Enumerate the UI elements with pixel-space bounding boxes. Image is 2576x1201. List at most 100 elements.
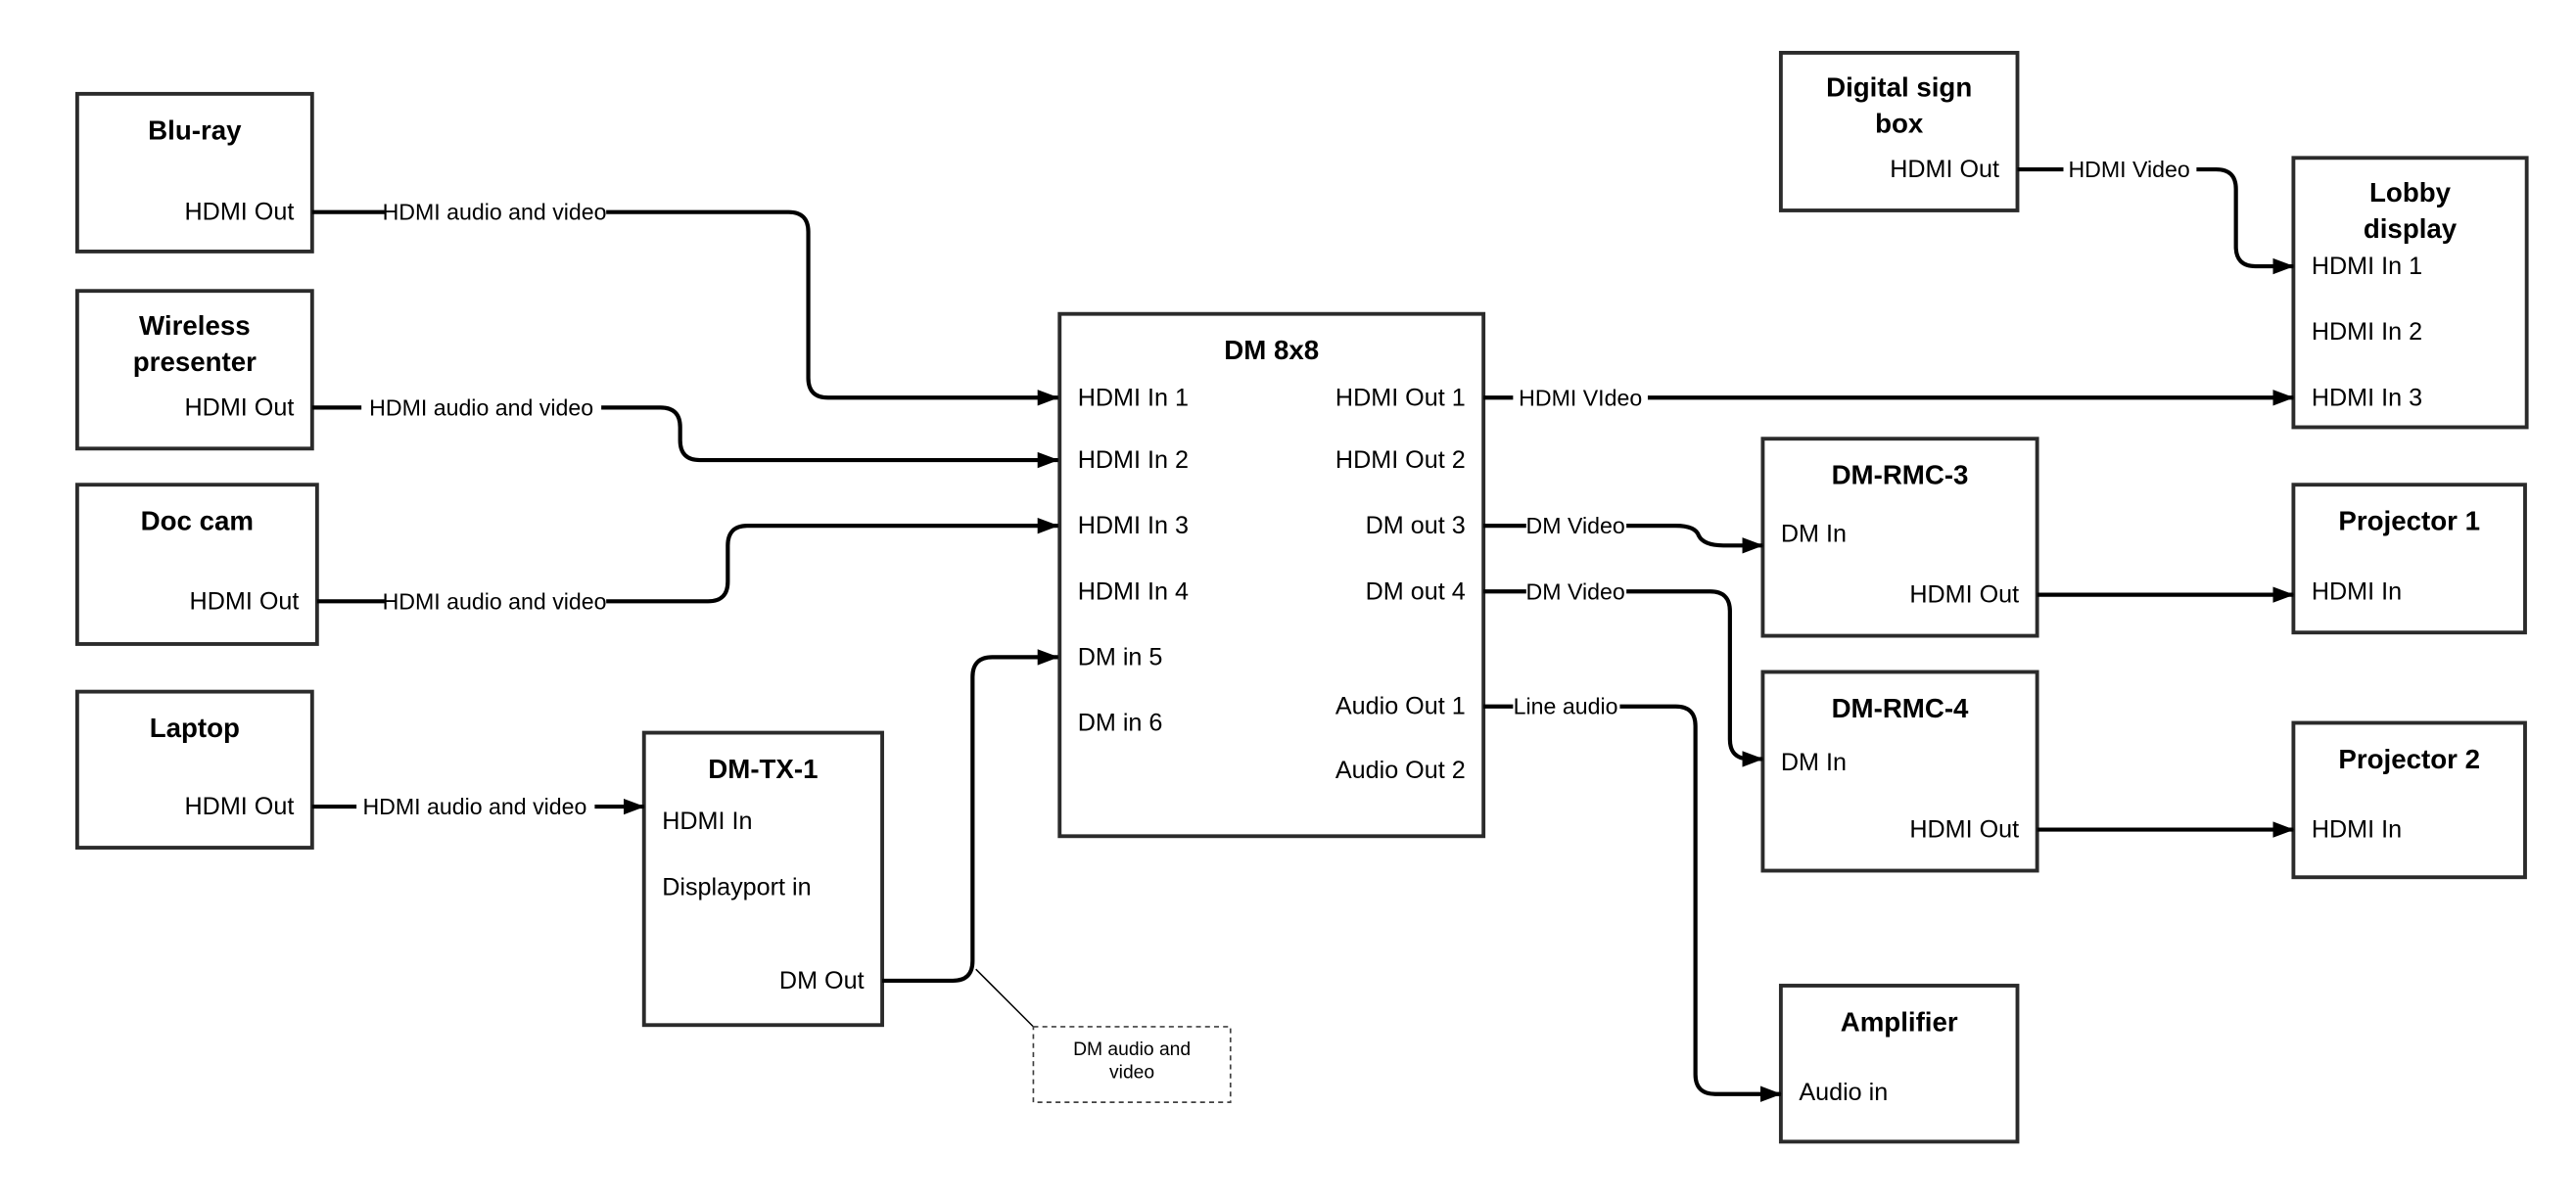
edge-laptop-to-dmtx1-hdmi-in: HDMI audio and video <box>311 794 645 819</box>
dm-8x8-port-hdmi-in-3: HDMI In 3 <box>1078 512 1189 539</box>
dm-tx-1-box <box>641 730 884 1028</box>
digital-sign-box-box <box>1778 50 2020 212</box>
doc-cam-box <box>74 483 319 646</box>
edge-dm8x8-audio1-to-amplifier: Line audio <box>1483 694 1782 1102</box>
note-box <box>1032 1026 1232 1103</box>
edge-dm8x8-out1-to-lobby-in3-label: HDMI VIdeo <box>1519 385 1642 410</box>
laptop-box <box>74 689 314 850</box>
dm-8x8-port-hdmi-out-2: HDMI Out 2 <box>1335 446 1466 474</box>
edge-dm8x8-out3-to-rmc3-dmin-segment2 <box>1626 524 1764 554</box>
doc-cam-port-hdmi-out: HDMI Out <box>190 587 300 615</box>
digital-sign-box-port-hdmi-out: HDMI Out <box>1890 156 1999 183</box>
lobby-display-title-line2: display <box>2364 213 2458 244</box>
dm-8x8-port-dm-out-3: DM out 3 <box>1366 512 1466 539</box>
dm-8x8-title-line1: DM 8x8 <box>1224 335 1319 365</box>
note-text-line1: DM audio and <box>1073 1039 1191 1060</box>
node-dm-rmc-3: DM-RMC-3 DM In HDMI Out <box>1760 437 2039 638</box>
note-leader-line <box>975 968 1036 1030</box>
edge-dm8x8-out4-to-rmc4-dmin: DM Video <box>1483 578 1764 767</box>
edge-dm8x8-out3-to-rmc3-dmin: DM Video <box>1483 513 1764 554</box>
edge-laptop-to-dmtx1-hdmi-in-label: HDMI audio and video <box>362 794 586 819</box>
wireless-presenter-port-hdmi-out: HDMI Out <box>185 393 295 421</box>
dm-rmc-4-port-dm-in: DM In <box>1781 749 1847 776</box>
projector-2-title-line1: Projector 2 <box>2338 744 2480 774</box>
wireless-presenter-title-line2: presenter <box>133 346 257 377</box>
dm-rmc-4-title-line1: DM-RMC-4 <box>1832 693 1969 723</box>
wireless-presenter-box <box>74 289 314 451</box>
doc-cam-title-line1: Doc cam <box>141 506 254 536</box>
dm-8x8-port-hdmi-in-4: HDMI In 4 <box>1078 577 1189 605</box>
edge-dm8x8-out4-to-rmc4-dmin-segment2 <box>1626 589 1764 767</box>
lobby-display-port-hdmi-in-2: HDMI In 2 <box>2312 318 2422 346</box>
edge-doccam-to-dm8x8-in3-label: HDMI audio and video <box>383 588 607 614</box>
edge-dm8x8-out3-to-rmc3-dmin-label: DM Video <box>1526 513 1625 538</box>
edge-dm8x8-audio1-to-amplifier-segment2 <box>1619 704 1782 1102</box>
bluray-port-hdmi-out: HDMI Out <box>185 199 295 226</box>
edge-bluray-to-dm8x8-in1-segment2 <box>606 209 1059 406</box>
lobby-display-port-hdmi-in-3: HDMI In 3 <box>2312 384 2422 411</box>
dm-8x8-port-hdmi-in-1: HDMI In 1 <box>1078 384 1189 411</box>
lobby-display-title-line1: Lobby <box>2369 177 2452 208</box>
edge-dmtx1-dmout-to-dm8x8-in5 <box>882 649 1059 984</box>
edge-dmtx1-dmout-to-dm8x8-in5-segment1 <box>882 649 1059 984</box>
amplifier-title-line1: Amplifier <box>1841 1006 1958 1037</box>
node-dm-rmc-4: DM-RMC-4 DM In HDMI Out <box>1760 670 2039 873</box>
dm-8x8-port-hdmi-out-1: HDMI Out 1 <box>1335 384 1466 411</box>
edge-digitalsign-to-lobby-in1: HDMI Video <box>2017 157 2295 275</box>
dm-8x8-port-dm-in-6: DM in 6 <box>1078 710 1163 737</box>
lobby-display-box <box>2291 156 2529 430</box>
amplifier-box <box>1778 984 2020 1144</box>
dm-8x8-port-dm-in-5: DM in 5 <box>1078 643 1163 670</box>
dm-tx-1-port-displayport-in: Displayport in <box>662 873 811 901</box>
dm-8x8-port-hdmi-in-2: HDMI In 2 <box>1078 446 1189 474</box>
dm-rmc-4-box <box>1760 670 2039 873</box>
dm-tx-1-title-line1: DM-TX-1 <box>708 754 818 784</box>
dm-rmc-3-title-line1: DM-RMC-3 <box>1832 460 1969 490</box>
projector-1-title-line1: Projector 1 <box>2338 506 2480 536</box>
node-projector-1: Projector 1 HDMI In <box>2291 483 2527 635</box>
edge-digitalsign-to-lobby-in1-segment2 <box>2196 166 2295 275</box>
bluray-box <box>74 91 314 254</box>
edge-digitalsign-to-lobby-in1-label: HDMI Video <box>2068 157 2189 182</box>
dm-8x8-port-dm-out-4: DM out 4 <box>1366 577 1466 605</box>
amplifier-port-audio-in: Audio in <box>1799 1079 1888 1106</box>
dm-rmc-4-port-hdmi-out: HDMI Out <box>1909 816 2019 844</box>
dm-rmc-3-box <box>1760 437 2039 638</box>
digital-sign-box-title-line2: box <box>1875 109 1924 139</box>
edge-doccam-to-dm8x8-in3-segment2 <box>606 517 1059 604</box>
projector-1-port-hdmi-in: HDMI In <box>2312 577 2402 605</box>
edge-dm8x8-out4-to-rmc4-dmin-label: DM Video <box>1526 578 1625 604</box>
laptop-title-line1: Laptop <box>150 713 240 743</box>
digital-sign-box-title-line1: Digital sign <box>1826 72 1972 103</box>
projector-1-box <box>2291 483 2527 635</box>
node-projector-2: Projector 2 HDMI In <box>2291 720 2527 880</box>
edge-wireless-to-dm8x8-in2-segment2 <box>601 405 1059 469</box>
dm-8x8-box <box>1057 311 1486 839</box>
note-text-line2: video <box>1109 1062 1154 1083</box>
edge-dm8x8-audio1-to-amplifier-label: Line audio <box>1514 694 1618 719</box>
projector-2-port-hdmi-in: HDMI In <box>2312 816 2402 844</box>
dm-tx-1-port-dm-out: DM Out <box>779 967 865 994</box>
edge-bluray-to-dm8x8-in1: HDMI audio and video <box>311 200 1059 406</box>
bluray-title-line1: Blu-ray <box>148 115 242 145</box>
edge-bluray-to-dm8x8-in1-label: HDMI audio and video <box>383 200 607 225</box>
laptop-port-hdmi-out: HDMI Out <box>185 793 295 820</box>
dm-rmc-3-port-dm-in: DM In <box>1781 521 1847 548</box>
dm-tx-1-port-hdmi-in: HDMI In <box>662 808 752 835</box>
dm-rmc-3-port-hdmi-out: HDMI Out <box>1909 581 2019 609</box>
dm-8x8-port-audio-out-2: Audio Out 2 <box>1335 757 1466 784</box>
edge-wireless-to-dm8x8-in2-label: HDMI audio and video <box>369 394 593 420</box>
edge-doccam-to-dm8x8-in3: HDMI audio and video <box>316 517 1059 614</box>
